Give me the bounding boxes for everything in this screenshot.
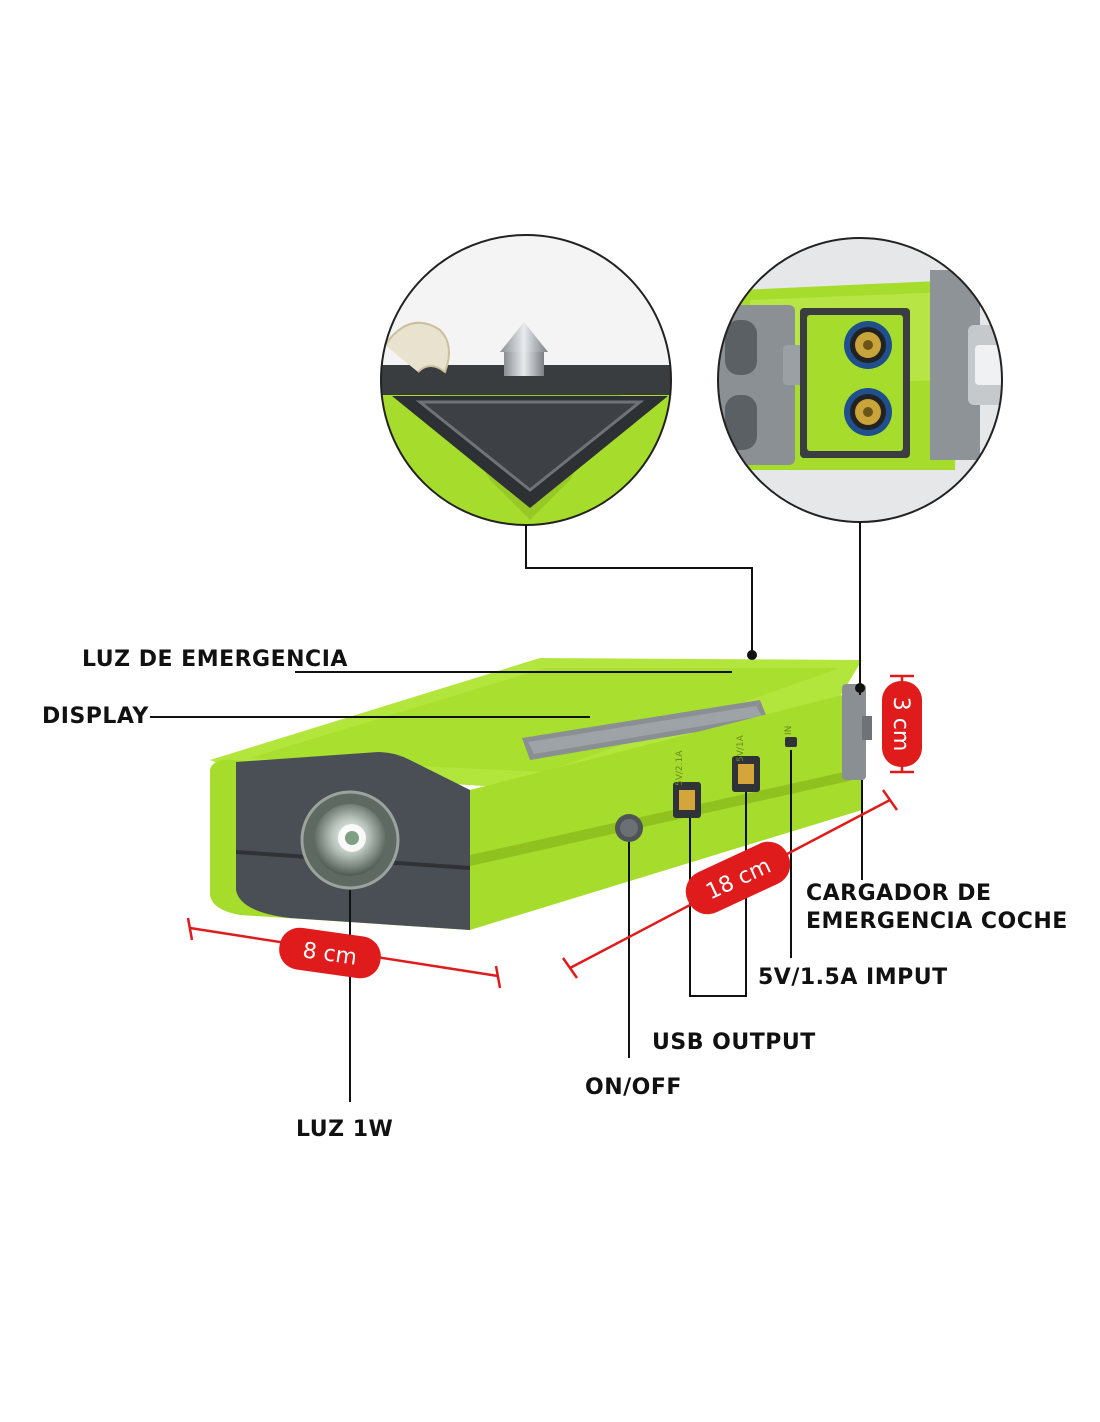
label-usb-output: USB OUTPUT	[652, 1030, 816, 1055]
label-input: 5V/1.5A IMPUT	[758, 965, 948, 990]
label-car-charger-line1: CARGADOR DE	[806, 881, 992, 906]
usb2-marking: 5V/1A	[736, 734, 746, 762]
dimension-height: 3 cm	[882, 674, 922, 774]
leader-dot-emergency	[747, 650, 757, 660]
label-emergency-light: LUZ DE EMERGENCIA	[82, 647, 348, 672]
micro-usb-input	[785, 737, 797, 747]
input-marking: IN	[784, 726, 794, 735]
zoom-circle-emergency-light	[380, 234, 672, 526]
label-display: DISPLAY	[42, 704, 149, 729]
dimension-height-label: 3 cm	[888, 697, 913, 752]
power-bank-device: 5V/2.1A 5V/1A IN	[210, 658, 872, 930]
zoom-circle-car-charger-port	[717, 237, 1003, 523]
leader-emergency-zoom	[525, 525, 753, 652]
label-light-1w: LUZ 1W	[296, 1117, 394, 1142]
label-car-charger: CARGADOR DE EMERGENCIA COCHE	[806, 880, 1068, 936]
usb1-marking: 5V/2.1A	[675, 750, 685, 786]
leader-dot-car-charger	[855, 683, 865, 693]
label-on-off: ON/OFF	[585, 1075, 682, 1100]
dimension-width: 8 cm	[186, 917, 502, 989]
label-car-charger-line2: EMERGENCIA COCHE	[806, 909, 1068, 934]
car-charger-cover	[842, 684, 866, 780]
